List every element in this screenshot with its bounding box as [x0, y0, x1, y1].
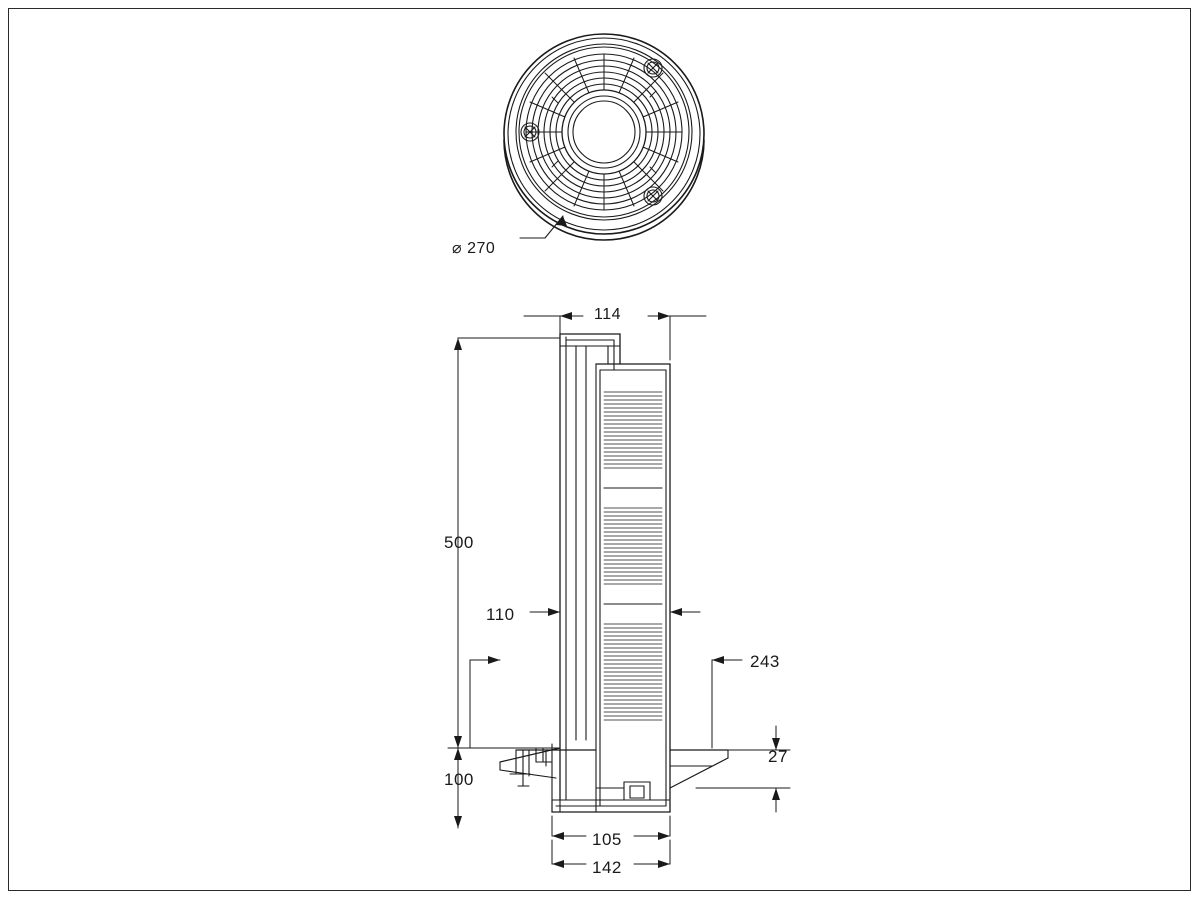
dimension-lines: [447, 312, 791, 868]
dim-width-105: 105: [592, 830, 622, 849]
dim-diameter-270: ⌀ 270: [452, 240, 496, 257]
dim-width-114: 114: [594, 306, 622, 323]
screw-left: [520, 122, 540, 142]
dim-height-27: 27: [768, 747, 788, 766]
screw-lower-right: [643, 186, 663, 206]
section-view-body: [499, 333, 729, 813]
sheet-border: [8, 8, 1191, 891]
top-view-grate: [503, 33, 705, 241]
dim-height-500: 500: [444, 533, 474, 552]
dim-width-243: 243: [750, 652, 780, 671]
dim-height-100: 100: [444, 770, 474, 789]
dim-width-110: 110: [486, 605, 515, 624]
dim-width-142: 142: [592, 858, 622, 877]
screw-upper-right: [643, 58, 663, 78]
